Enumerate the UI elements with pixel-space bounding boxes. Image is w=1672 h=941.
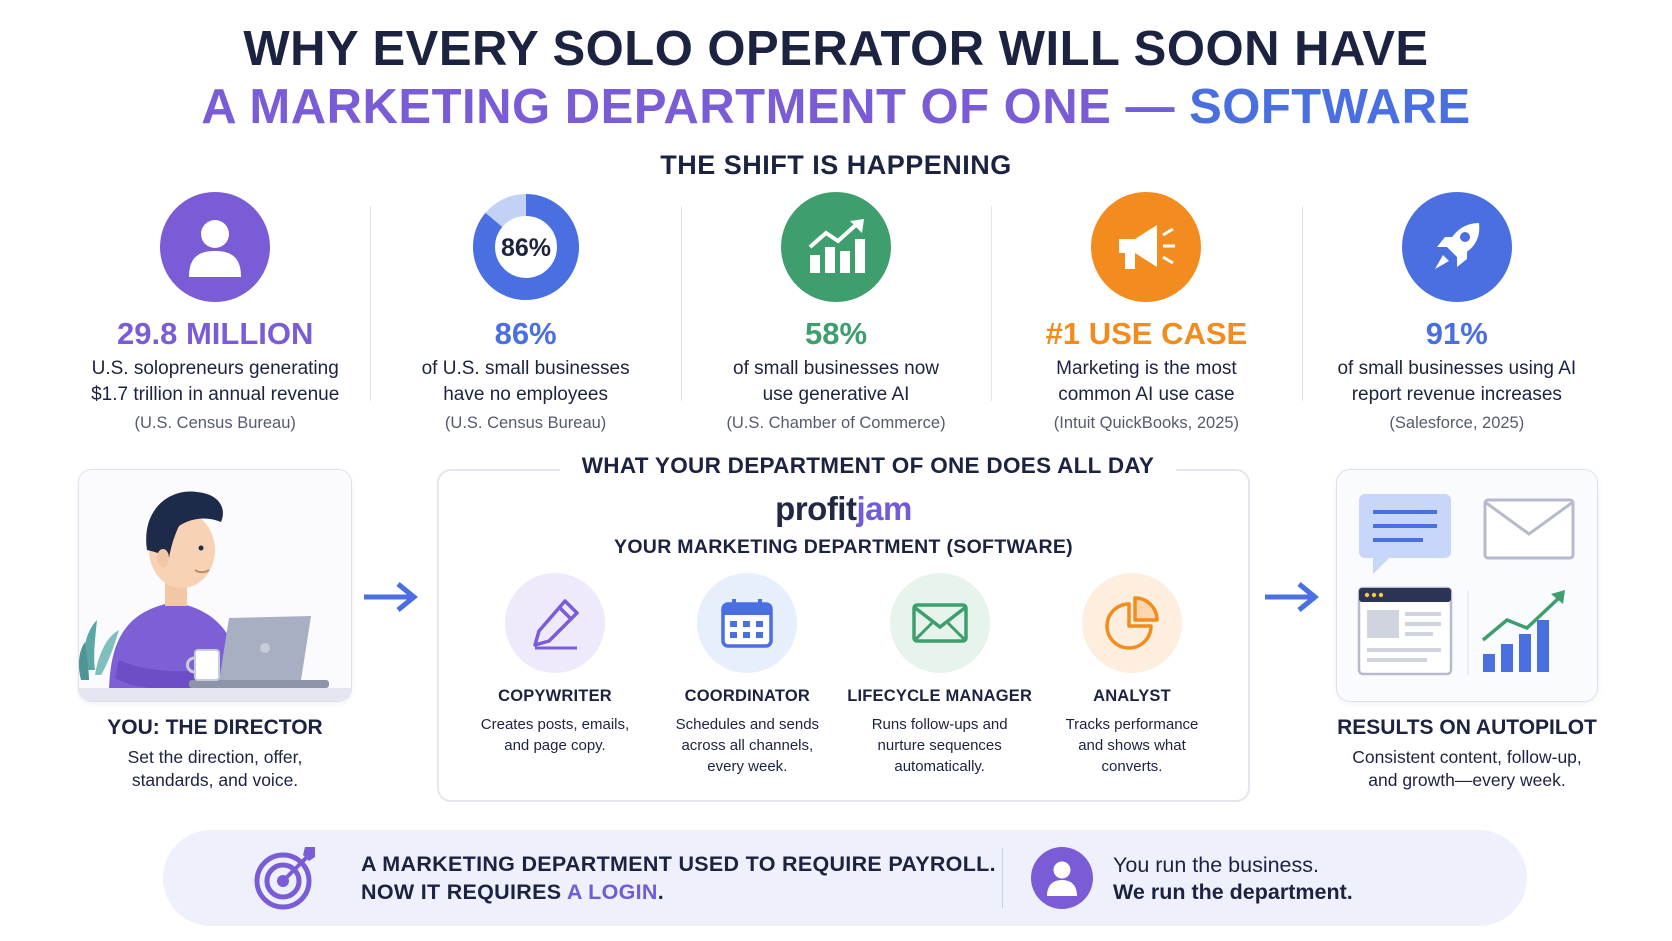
stat-source: (Intuit QuickBooks, 2025) — [1053, 414, 1240, 432]
stat-description: U.S. solopreneurs generating$1.7 trillio… — [91, 358, 340, 405]
title-line-2-main: A MARKETING DEPARTMENT OF ONE — [201, 80, 1112, 134]
stat-value: 91% — [1425, 316, 1488, 351]
brand-part-2: jam — [856, 490, 912, 527]
director-illustration — [78, 469, 352, 702]
stat-value: 58% — [804, 316, 868, 351]
stat-solopreneurs: 29.8 MILLION U.S. solopreneurs generatin… — [60, 192, 370, 432]
megaphone-icon — [1091, 192, 1202, 302]
role-name: LIFECYCLE MANAGER — [847, 687, 1033, 705]
title-line-2-accent: SOFTWARE — [1189, 80, 1471, 134]
rocket-icon — [1401, 192, 1512, 302]
envelope-icon — [889, 573, 990, 673]
shift-heading: THE SHIFT IS HAPPENING — [660, 150, 1012, 180]
role-description: Creates posts, emails,and page copy. — [480, 716, 630, 754]
brand-part-1: profit — [775, 490, 857, 527]
banner-right-line-1: You run the business. — [1113, 853, 1319, 877]
stat-source: (Salesforce, 2025) — [1389, 414, 1525, 432]
person-icon — [160, 192, 271, 302]
pie-chart-icon — [1081, 573, 1182, 673]
web-page-icon — [1357, 586, 1453, 676]
bottom-banner: A MARKETING DEPARTMENT USED TO REQUIRE P… — [163, 830, 1527, 926]
stat-source: (U.S. Census Bureau) — [444, 414, 607, 432]
role-name: ANALYST — [1093, 687, 1171, 705]
brand-logo: profitjam — [437, 490, 1250, 528]
stat-value: 29.8 MILLION — [117, 316, 314, 351]
calendar-icon — [697, 573, 798, 673]
arrow-right-icon — [1265, 582, 1319, 612]
donut-label: 86% — [501, 234, 551, 262]
results-description: Consistent content, follow-up,and growth… — [1352, 747, 1582, 790]
growth-chart-icon — [1481, 590, 1565, 672]
stat-value: #1 USE CASE — [1045, 316, 1248, 351]
title-line-1: WHY EVERY SOLO OPERATOR WILL SOON HAVE — [243, 22, 1429, 76]
director-title: YOU: THE DIRECTOR — [107, 716, 323, 739]
envelope-icon — [1483, 498, 1575, 560]
role-name: COORDINATOR — [684, 687, 810, 705]
avatar — [1031, 847, 1093, 909]
results-illustration — [1336, 469, 1598, 702]
growth-chart-icon — [781, 192, 892, 302]
department-subheading: YOUR MARKETING DEPARTMENT (SOFTWARE) — [614, 536, 1073, 558]
donut-chart-icon: 86% — [471, 192, 581, 302]
target-icon — [254, 847, 315, 910]
title-line-2: A MARKETING DEPARTMENT OF ONE — SOFTWARE — [0, 78, 1672, 136]
arrow-right-icon — [364, 582, 418, 612]
person-icon — [1047, 861, 1077, 896]
stat-source: (U.S. Census Bureau) — [134, 414, 296, 432]
person-at-laptop-illustration — [79, 470, 351, 701]
department-heading: WHAT YOUR DEPARTMENT OF ONE DOES ALL DAY — [560, 453, 1176, 479]
banner-message: A MARKETING DEPARTMENT USED TO REQUIRE P… — [361, 852, 996, 904]
pencil-icon — [505, 573, 605, 673]
results-title: RESULTS ON AUTOPILOT — [1337, 716, 1597, 739]
role-copywriter: COPYWRITER Creates posts, emails,and pag… — [460, 573, 650, 777]
main-title: WHY EVERY SOLO OPERATOR WILL SOON HAVE A… — [0, 20, 1672, 136]
stat-source: (U.S. Chamber of Commerce) — [726, 414, 946, 432]
banner-divider — [1002, 848, 1003, 908]
director-description: Set the direction, offer,standards, and … — [127, 747, 303, 790]
stats-row: 29.8 MILLION U.S. solopreneurs generatin… — [60, 192, 1612, 432]
stat-value: 86% — [494, 316, 557, 351]
role-name: COPYWRITER — [498, 687, 612, 705]
roles-row: COPYWRITER Creates posts, emails,and pag… — [450, 573, 1237, 777]
login-highlight: A LOGIN — [566, 880, 658, 904]
title-dash: — — [1111, 80, 1190, 134]
chat-bubble-icon — [1359, 494, 1451, 574]
banner-right-line-2: We run the department. — [1113, 880, 1353, 904]
